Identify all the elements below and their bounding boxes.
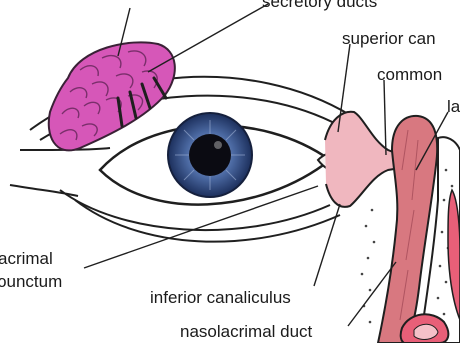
label-lacrimal-punctum-line2: ɔunctum: [0, 273, 62, 290]
label-lacrimal-punctum-line1: acrimal: [0, 250, 53, 267]
pupil: [189, 134, 231, 176]
label-common-canaliculus: common: [377, 66, 442, 83]
iris-highlight: [214, 141, 222, 149]
leader-common: [384, 80, 386, 155]
label-secretory-ducts: secretory ducts: [262, 0, 377, 10]
leader-inferior: [314, 204, 340, 286]
label-superior-canaliculus: superior can: [342, 30, 436, 47]
label-inferior-canaliculus: inferior canaliculus: [150, 289, 291, 306]
leader-secretory-1: [148, 4, 268, 72]
label-nasolacrimal-duct: nasolacrimal duct: [180, 323, 312, 340]
label-lacrimal-sac: la: [447, 98, 460, 115]
turbinate-inner: [414, 324, 438, 339]
canaliculi: [325, 112, 400, 207]
